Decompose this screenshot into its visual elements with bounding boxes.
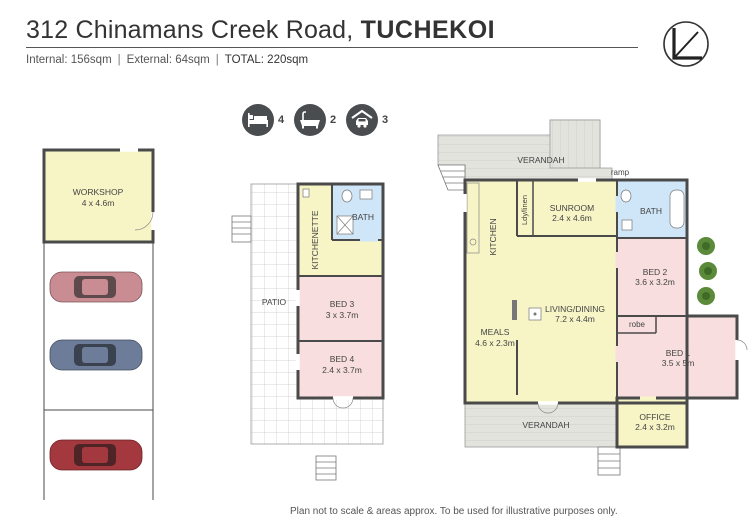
- ramp-label: ramp: [611, 168, 630, 177]
- door-swing: [332, 397, 354, 409]
- steps-southeast: [597, 446, 621, 476]
- car-red: [49, 439, 143, 471]
- separator: |: [215, 54, 219, 66]
- bed3-size: 3 x 3.7m: [326, 310, 359, 320]
- bed4-label: BED 4: [330, 354, 355, 364]
- bed4-room: [298, 341, 383, 398]
- verandah-bottom-label: VERANDAH: [522, 420, 569, 430]
- bedroom-count: 4: [278, 114, 285, 126]
- bath-left-label: BATH: [352, 212, 374, 222]
- bathtub-icon: [294, 104, 326, 136]
- garage-count: 3: [382, 114, 389, 126]
- bed4-size: 2.4 x 3.7m: [322, 365, 362, 375]
- ldy-linen-label: Ldy/linen: [520, 195, 529, 225]
- verandah-top-label: VERANDAH: [517, 155, 564, 165]
- area-summary: Internal: 156sqm | External: 64sqm | TOTAL: …: [26, 54, 308, 66]
- patio-label: PATIO: [262, 297, 287, 307]
- header-divider: [26, 47, 638, 48]
- sunroom-label: SUNROOM: [550, 203, 594, 213]
- bed1-label: BED 1: [666, 348, 691, 358]
- agency-logo: [663, 21, 709, 67]
- living-meals-room: [465, 180, 617, 403]
- middle-building: KITCHENETTE BATH BED 3 3 x 3.7m BED 4 2.…: [296, 182, 385, 409]
- workshop-block: WORKSHOP 4 x 4.6m: [42, 148, 155, 244]
- car-blue: [49, 339, 143, 371]
- bed-icon: [242, 104, 274, 136]
- robe-label: robe: [629, 320, 646, 329]
- suburb: TUCHEKOI: [360, 16, 496, 44]
- fixtures: [466, 182, 685, 321]
- steps-south: [315, 455, 337, 481]
- meals-label: MEALS: [481, 327, 510, 337]
- office-room: [617, 398, 687, 447]
- workshop-label: WORKSHOP: [73, 187, 124, 197]
- kitchen-label: KITCHEN: [488, 218, 498, 255]
- bed2-label: BED 2: [643, 267, 668, 277]
- carport: [43, 242, 154, 500]
- total-area: TOTAL: 220sqm: [224, 54, 309, 66]
- bed1-size: 3.5 x 5m: [662, 358, 695, 368]
- verandah-bottom-area: VERANDAH: [464, 402, 618, 448]
- bath-right-label: BATH: [640, 206, 662, 216]
- bed2-size: 3.6 x 3.2m: [635, 277, 675, 287]
- disclaimer: Plan not to scale & areas approx. To be …: [290, 506, 618, 517]
- sunroom-size: 2.4 x 4.6m: [552, 213, 592, 223]
- verandah-top-area: VERANDAH ramp: [437, 119, 630, 181]
- garage-car-icon: [346, 104, 378, 136]
- workshop-size: 4 x 4.6m: [82, 198, 115, 208]
- car-pink: [49, 271, 143, 303]
- bed2-room: [617, 238, 687, 316]
- separator: |: [117, 54, 121, 66]
- address: 312 Chinamans Creek Road,: [26, 16, 354, 44]
- bathroom-count: 2: [330, 114, 337, 126]
- kitchenette-label: KITCHENETTE: [310, 210, 320, 269]
- office-label: OFFICE: [639, 412, 670, 422]
- office-size: 2.4 x 3.2m: [635, 422, 675, 432]
- main-doors: [463, 178, 748, 414]
- door-swing: [134, 211, 154, 231]
- meals-size: 4.6 x 2.3m: [475, 338, 515, 348]
- workshop-room: [42, 148, 155, 244]
- property-title: 312 Chinamans Creek Road, TUCHEKOI: [26, 16, 495, 45]
- steps-west: [231, 215, 252, 243]
- plants: [697, 237, 717, 305]
- bed1-room: [617, 316, 737, 398]
- living-size: 7.2 x 4.4m: [555, 314, 595, 324]
- living-label: LIVING/DINING: [545, 304, 605, 314]
- bed3-label: BED 3: [330, 299, 355, 309]
- steps-northwest: [437, 164, 466, 191]
- internal-area: Internal: 156sqm: [26, 54, 112, 66]
- bed3-room: [298, 276, 383, 341]
- external-area: External: 64sqm: [126, 54, 210, 66]
